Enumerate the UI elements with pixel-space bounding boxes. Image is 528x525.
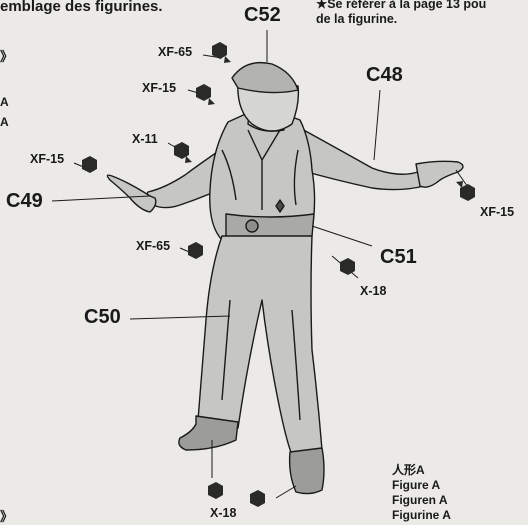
paint-marker-xf15-hand — [82, 156, 97, 173]
paint-label-xf65-cap: XF-65 — [158, 45, 192, 59]
figure-label-fr: Figurine A — [392, 509, 451, 522]
paint-marker-xf65-trousers — [188, 242, 203, 259]
belt — [226, 214, 314, 239]
figure-label-de: Figuren A — [392, 494, 448, 507]
paint-marker-xf15-cap — [196, 84, 215, 105]
paint-marker-x18-belt — [340, 258, 355, 275]
right-arm — [300, 128, 424, 190]
part-label-c52: C52 — [244, 4, 281, 27]
figure-label-en: Figure A — [392, 479, 440, 492]
paint-label-xf15-right: XF-15 — [480, 205, 514, 219]
right-hand — [416, 161, 463, 187]
part-label-c49: C49 — [6, 190, 43, 213]
belt-buckle — [246, 220, 258, 232]
part-label-c50: C50 — [84, 306, 121, 329]
paint-marker-x18-boot-left — [208, 482, 223, 499]
left-boot — [179, 416, 238, 450]
paint-marker-x11 — [174, 142, 192, 163]
part-label-c51: C51 — [380, 246, 417, 269]
paint-label-x18-boots: X-18 — [210, 506, 236, 520]
paint-label-xf15-cap: XF-15 — [142, 81, 176, 95]
paint-label-x18-belt: X-18 — [360, 284, 386, 298]
paint-label-x11: X-11 — [132, 132, 158, 146]
paint-marker-x18-boot-right — [250, 490, 265, 507]
paint-label-xf65-trousers: XF-65 — [136, 239, 170, 253]
part-label-c48: C48 — [366, 64, 403, 87]
paint-marker-xf65-cap — [212, 42, 231, 63]
figure-label-jp: 人形A — [392, 464, 425, 477]
paint-label-xf15-hand: XF-15 — [30, 152, 64, 166]
field-cap — [232, 63, 298, 93]
